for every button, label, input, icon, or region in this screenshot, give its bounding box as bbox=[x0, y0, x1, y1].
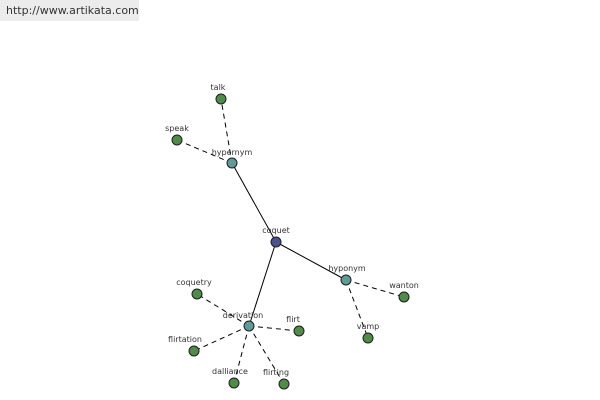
node-label-flirting[interactable]: flirting bbox=[263, 368, 289, 377]
node-label-hyponym[interactable]: hyponym bbox=[328, 264, 366, 273]
node-label-coquetry[interactable]: coquetry bbox=[176, 278, 212, 287]
node-label-hypernym[interactable]: hypernym bbox=[212, 148, 253, 157]
edge-hyponym-vamp bbox=[345, 279, 369, 339]
edge-derivation-coquetry bbox=[196, 293, 250, 327]
site-url-link[interactable]: http://www.artikata.com bbox=[0, 0, 139, 21]
node-talk[interactable] bbox=[215, 93, 227, 105]
edge-hypernym-talk bbox=[220, 98, 233, 164]
node-flirt[interactable] bbox=[293, 325, 305, 337]
node-label-vamp[interactable]: vamp bbox=[357, 322, 380, 331]
node-label-derivation[interactable]: derivation bbox=[223, 311, 263, 320]
edge-derivation-flirtation bbox=[193, 325, 250, 352]
node-label-wanton[interactable]: wanton bbox=[389, 281, 419, 290]
node-label-coquet[interactable]: coquet bbox=[262, 226, 290, 235]
node-label-dalliance[interactable]: dalliance bbox=[212, 367, 248, 376]
edge-derivation-dalliance bbox=[233, 325, 250, 384]
node-coquetry[interactable] bbox=[191, 288, 203, 300]
node-label-speak[interactable]: speak bbox=[165, 124, 189, 133]
edge-derivation-flirt bbox=[248, 325, 300, 332]
node-vamp[interactable] bbox=[362, 332, 374, 344]
labels-layer: coquet hypernym hyponym derivation talk speak… bbox=[165, 83, 419, 377]
node-label-talk[interactable]: talk bbox=[211, 83, 226, 92]
node-label-flirt[interactable]: flirt bbox=[286, 315, 300, 324]
node-hyponym[interactable] bbox=[340, 274, 352, 286]
node-flirting[interactable] bbox=[278, 378, 290, 390]
node-flirtation[interactable] bbox=[188, 345, 200, 357]
edge-derivation-flirting bbox=[248, 325, 285, 385]
edge-hyponym-wanton bbox=[345, 279, 405, 298]
node-coquet[interactable] bbox=[270, 236, 282, 248]
node-speak[interactable] bbox=[171, 134, 183, 146]
node-wanton[interactable] bbox=[398, 291, 410, 303]
edges-layer bbox=[176, 98, 405, 385]
node-derivation[interactable] bbox=[243, 320, 255, 332]
node-dalliance[interactable] bbox=[228, 377, 240, 389]
edge-coquet-hyponym bbox=[275, 241, 347, 281]
node-label-flirtation[interactable]: flirtation bbox=[168, 335, 202, 344]
edge-coquet-derivation bbox=[248, 241, 277, 327]
edge-hypernym-speak bbox=[176, 139, 233, 164]
edge-coquet-hypernym bbox=[231, 162, 277, 243]
nodes-layer bbox=[171, 93, 410, 390]
node-hypernym[interactable] bbox=[226, 157, 238, 169]
